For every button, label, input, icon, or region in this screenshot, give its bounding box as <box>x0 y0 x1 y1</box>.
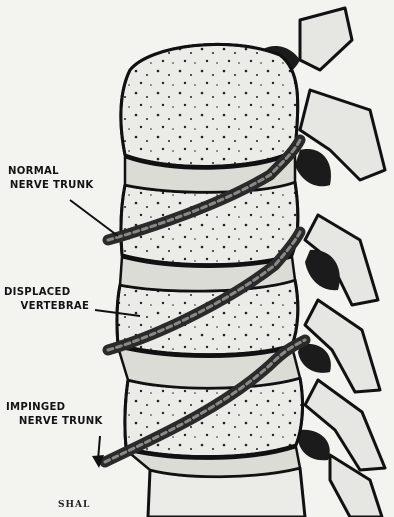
label-impinged-line1: IMPINGED <box>6 400 103 414</box>
pointer-normal-nerve <box>70 200 118 236</box>
label-normal-line1: NORMAL <box>8 164 94 178</box>
label-normal-nerve-trunk: NORMAL NERVE TRUNK <box>8 164 94 192</box>
label-impinged-nerve-trunk: IMPINGED NERVE TRUNK <box>6 400 103 428</box>
label-displaced-line2: VERTEBRAE <box>21 299 90 313</box>
label-impinged-line2: NERVE TRUNK <box>19 414 103 428</box>
label-displaced-line1: DISPLACED <box>4 285 89 299</box>
label-displaced-vertebrae: DISPLACED VERTEBRAE <box>4 285 89 313</box>
footer-caption-fragment: SHAL <box>58 500 90 510</box>
label-normal-line2: NERVE TRUNK <box>10 178 94 192</box>
